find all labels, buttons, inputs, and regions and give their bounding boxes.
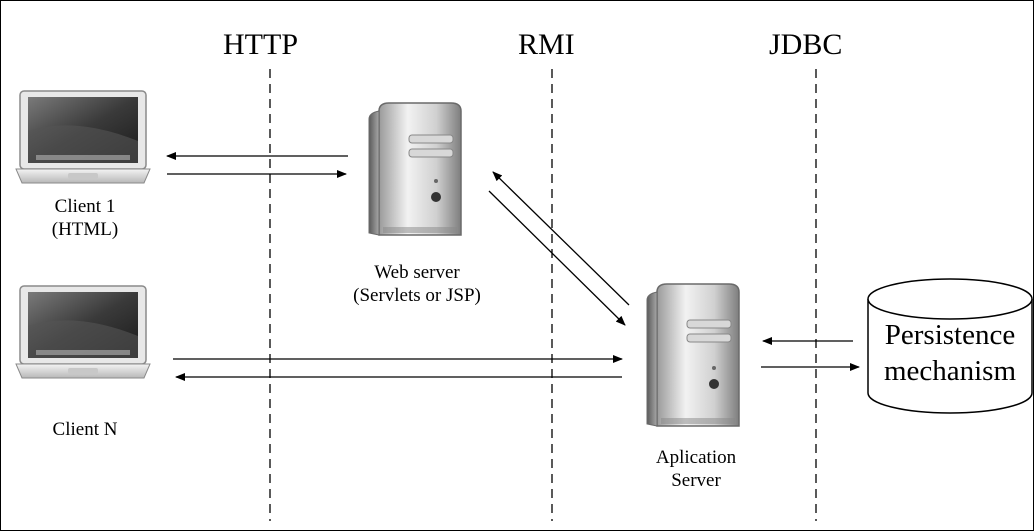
persistence-line2: mechanism — [883, 355, 1017, 387]
web-server-tech: (Servlets or JSP) — [353, 285, 481, 306]
clientN-label: Client N — [23, 418, 147, 441]
laptop-icon — [15, 90, 151, 184]
app-server-name: Aplication — [655, 447, 737, 468]
app-to-web-arrow — [492, 171, 630, 306]
server-tower-icon — [646, 283, 740, 427]
web-server-label: Web server (Servlets or JSP) — [329, 261, 505, 307]
client1-label: Client 1 (HTML) — [23, 195, 147, 241]
app-server-type: Server — [671, 470, 721, 491]
persistence-label: Persistence mechanism — [868, 317, 1032, 389]
database-icon — [867, 278, 1033, 414]
rmi-label: RMI — [518, 28, 575, 61]
clientN-name: Client N — [52, 419, 118, 440]
web-to-app-arrow — [488, 190, 626, 326]
http-label: HTTP — [223, 28, 298, 61]
client1-type: (HTML) — [51, 219, 119, 240]
jdbc-label: JDBC — [769, 28, 843, 61]
app-server-label: Aplication Server — [631, 446, 761, 492]
laptop-icon — [15, 285, 151, 379]
client1-name: Client 1 — [54, 196, 116, 217]
persistence-line1: Persistence — [884, 319, 1016, 351]
server-tower-icon — [368, 102, 462, 236]
web-server-name: Web server — [374, 262, 460, 283]
